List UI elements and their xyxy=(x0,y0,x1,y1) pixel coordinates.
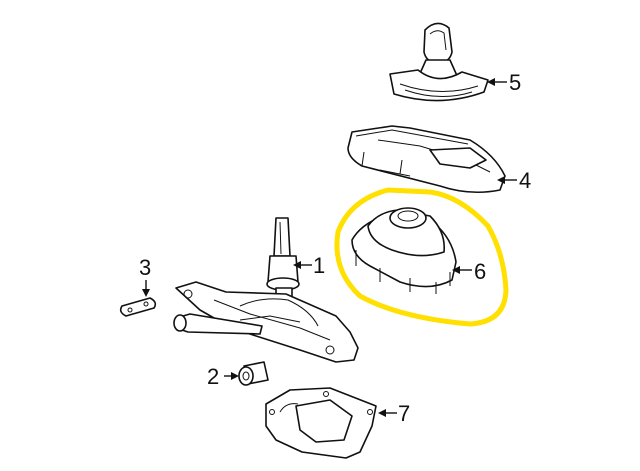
callout-7: 7 xyxy=(378,401,410,426)
callout-2: 2 xyxy=(207,364,239,389)
callout-label-2: 2 xyxy=(207,364,219,389)
part-4-console-trim[interactable] xyxy=(347,125,506,194)
callout-label-7: 7 xyxy=(398,401,410,426)
callout-label-4: 4 xyxy=(519,168,531,193)
callout-1: 1 xyxy=(293,253,325,278)
callout-label-5: 5 xyxy=(509,70,521,95)
callout-label-6: 6 xyxy=(474,259,486,284)
part-1-shift-lever-assembly[interactable] xyxy=(173,217,359,363)
callout-5: 5 xyxy=(487,70,521,95)
part-6-shifter-cover[interactable] xyxy=(351,207,457,294)
part-2-bushing[interactable] xyxy=(238,361,269,386)
highlight-ring xyxy=(334,187,509,327)
callout-label-1: 1 xyxy=(313,253,325,278)
callout-3: 3 xyxy=(139,255,151,297)
part-5-shift-knob-boot[interactable] xyxy=(389,22,489,102)
callout-6: 6 xyxy=(452,259,486,284)
callout-label-3: 3 xyxy=(139,255,151,280)
part-7-mounting-housing[interactable] xyxy=(265,387,377,459)
part-3-pin[interactable] xyxy=(119,297,157,317)
callout-4: 4 xyxy=(497,168,531,193)
